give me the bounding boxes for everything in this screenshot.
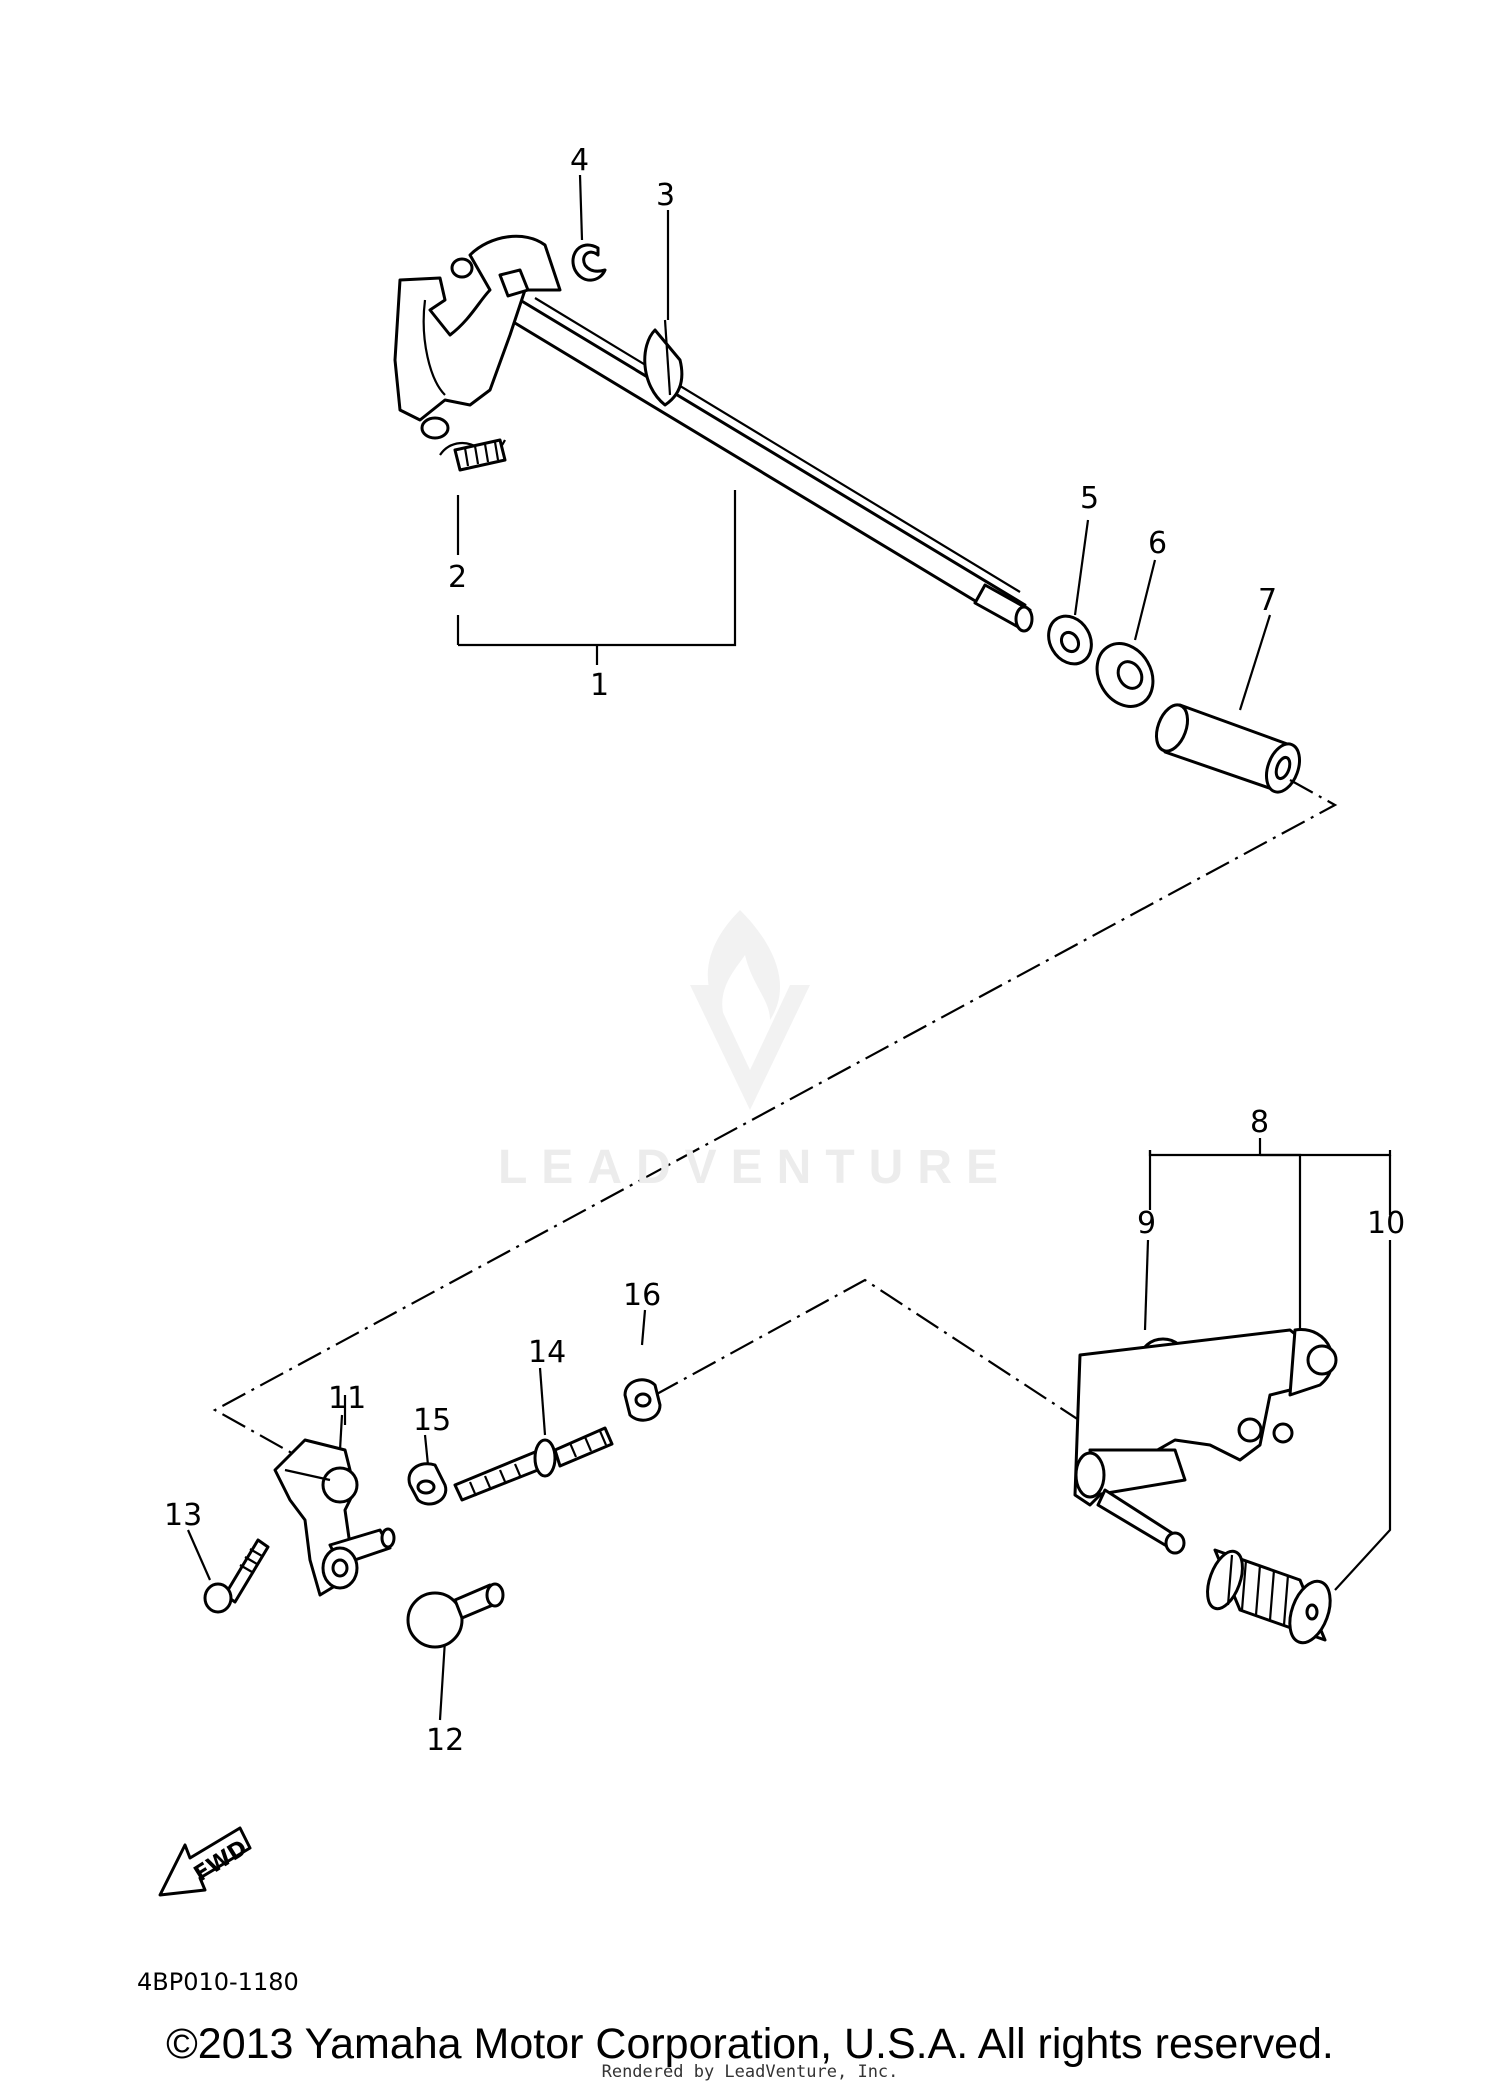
leadventure-watermark-logo [690,910,810,1110]
leader-lines-top [456,174,1272,711]
collar-part [1154,703,1301,794]
washer-part [1047,614,1093,666]
pedal-rubber-part [1206,1548,1332,1645]
callout-15: 15 [413,1403,451,1438]
callout-4: 4 [570,143,589,178]
dash-guide-lines [212,779,1338,1481]
leader-lines-bottom [186,1138,1392,1721]
oil-seal-part [1095,642,1155,708]
nut-part [407,1462,448,1506]
callout-3: 3 [656,178,675,213]
callout-5: 5 [1080,481,1099,516]
locknut-part [623,1378,662,1422]
callout-11: 11 [328,1381,366,1416]
shift-rod-part [453,1426,614,1502]
callout-12: 12 [426,1723,464,1758]
shift-shaft-assembly [393,234,1034,633]
fwd-arrow-icon: FWD [158,1826,252,1897]
callout-9: 9 [1137,1206,1156,1241]
ball-joint-part [406,1582,505,1649]
drawing-code: 4BP010-1180 [137,1968,299,1996]
callout-labels: 4 3 2 1 5 6 7 8 9 10 11 12 13 14 15 16 [164,143,1405,1758]
copyright-text: ©2013 Yamaha Motor Corporation, U.S.A. A… [166,2020,1334,2068]
callout-2: 2 [448,560,467,595]
callout-8: 8 [1250,1105,1269,1140]
rendered-by-text: Rendered by LeadVenture, Inc. [601,2062,899,2082]
callout-1: 1 [590,668,609,703]
circlip-part [571,243,607,282]
callout-7: 7 [1258,583,1277,618]
callout-10: 10 [1367,1206,1405,1241]
callout-6: 6 [1148,526,1167,561]
bolt-part [203,1538,270,1614]
callout-13: 13 [164,1498,202,1533]
watermark-text: LEADVENTURE [497,1141,1013,1194]
shift-arm-part [273,1438,396,1597]
callout-14: 14 [528,1335,566,1370]
shift-pedal-part [1073,1328,1338,1555]
callout-16: 16 [623,1278,661,1313]
